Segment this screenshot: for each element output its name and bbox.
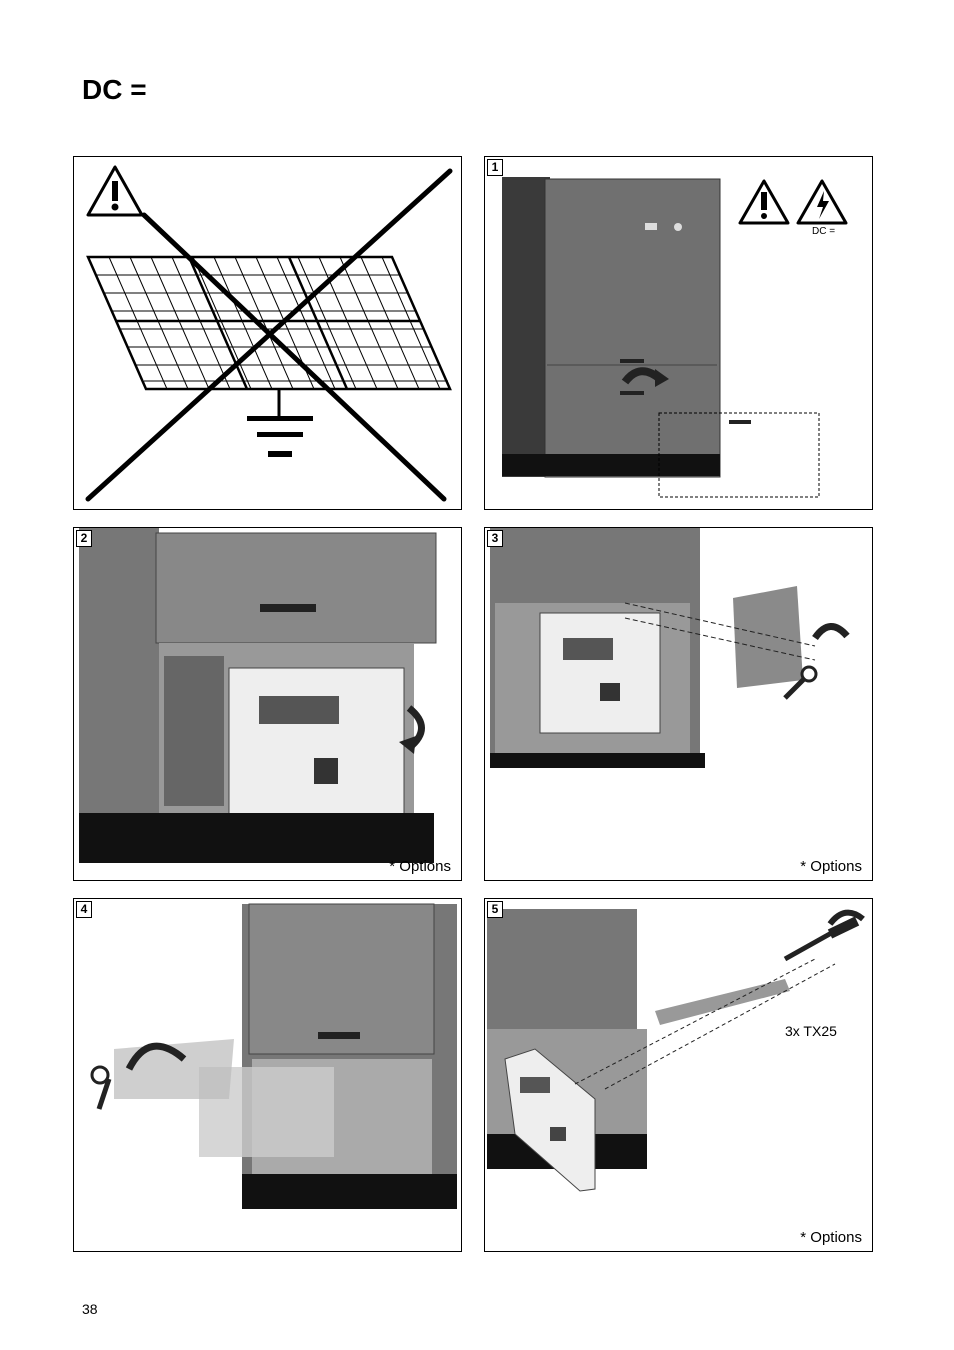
options-note: * Options bbox=[389, 858, 451, 875]
step-number: 3 bbox=[487, 530, 503, 547]
remove-panel-illustration bbox=[90, 903, 457, 1209]
open-cabinet-illustration bbox=[79, 528, 437, 863]
step-number: 4 bbox=[76, 901, 92, 918]
remove-cover-strip-illustration bbox=[487, 909, 865, 1192]
options-note: * Options bbox=[800, 858, 862, 875]
rotate-arrow-icon bbox=[399, 705, 425, 754]
panel-step-2: 2 * Options bbox=[73, 527, 462, 881]
inverter-cabinet-illustration bbox=[502, 177, 848, 498]
panel-step-3: 3 * Options bbox=[484, 527, 873, 881]
rotate-arrow-icon bbox=[827, 909, 865, 926]
panel-step-5: 5 3x TX25 * Options bbox=[484, 898, 873, 1252]
options-note: * Options bbox=[800, 1229, 862, 1246]
rotate-arrow-icon bbox=[621, 367, 669, 387]
panel-pv-warning bbox=[73, 156, 462, 510]
panel-step-4: 4 bbox=[73, 898, 462, 1252]
high-voltage-icon bbox=[796, 179, 848, 225]
warning-triangle-icon bbox=[86, 165, 144, 217]
step-number: 1 bbox=[487, 159, 503, 176]
ground-symbol-icon bbox=[247, 416, 313, 457]
step-number: 2 bbox=[76, 530, 92, 547]
page-number: 38 bbox=[82, 1301, 98, 1317]
screwdriver-icon bbox=[783, 916, 860, 962]
solar-panel-illustration bbox=[85, 165, 453, 502]
cross-out-mark bbox=[85, 168, 453, 502]
wrench-icon bbox=[783, 665, 818, 700]
tool-label: 3x TX25 bbox=[785, 1023, 837, 1039]
rotate-arrow-icon bbox=[812, 623, 850, 641]
rotate-arrow-icon bbox=[125, 1042, 187, 1071]
dc-label: DC = bbox=[812, 226, 836, 237]
page-title: DC = bbox=[82, 74, 147, 105]
panel-step-1: 1 DC = bbox=[484, 156, 873, 510]
warning-triangle-icon bbox=[738, 179, 790, 225]
wrench-icon bbox=[90, 1065, 112, 1110]
remove-cover-illustration bbox=[490, 528, 850, 768]
step-number: 5 bbox=[487, 901, 503, 918]
